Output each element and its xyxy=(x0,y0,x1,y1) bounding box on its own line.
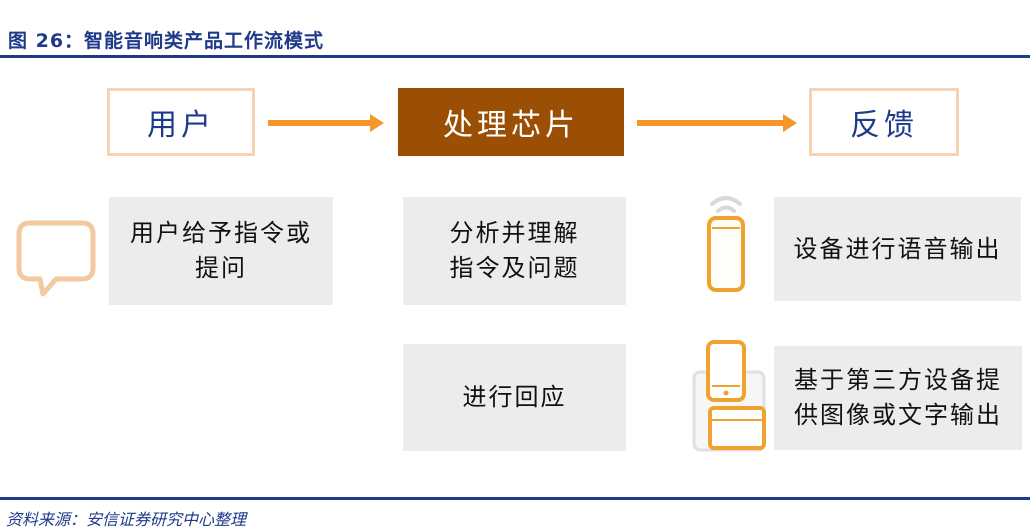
user-box: 用户 xyxy=(107,88,255,156)
phone-and-card-icon xyxy=(692,340,766,452)
arrow-chip-to-feedback xyxy=(637,114,797,132)
card-screen-output: 基于第三方设备提 供图像或文字输出 xyxy=(774,346,1022,450)
card-analyze: 分析并理解 指令及问题 xyxy=(403,197,626,305)
top-rule xyxy=(0,55,1030,58)
card-respond: 进行回应 xyxy=(403,344,626,451)
feedback-box: 反馈 xyxy=(809,88,959,156)
smart-speaker-icon xyxy=(707,196,745,292)
source-note: 资料来源：安信证券研究中心整理 xyxy=(6,510,247,529)
bottom-rule xyxy=(0,497,1030,500)
figure-title: 图 26：智能音响类产品工作流模式 xyxy=(8,30,325,52)
chip-box: 处理芯片 xyxy=(398,88,624,156)
speech-bubble-icon xyxy=(16,220,96,297)
card-user-command: 用户给予指令或 提问 xyxy=(109,197,333,305)
card-voice-output: 设备进行语音输出 xyxy=(774,197,1021,301)
arrow-user-to-chip xyxy=(268,114,384,132)
